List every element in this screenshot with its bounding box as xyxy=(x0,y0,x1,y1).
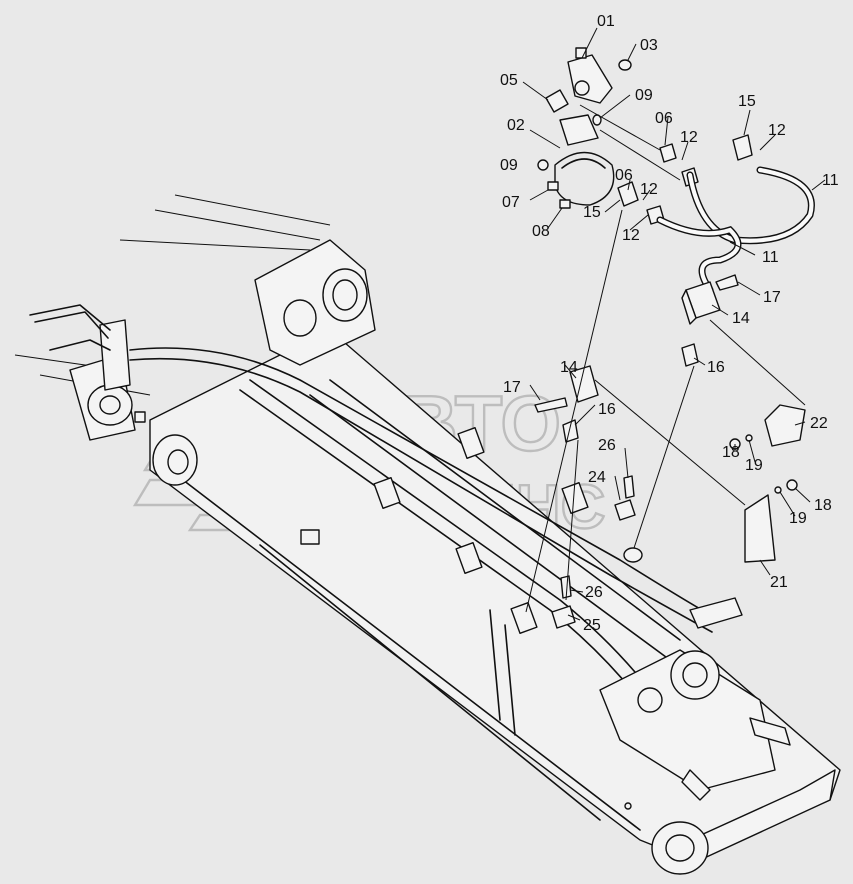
nut-08 xyxy=(559,199,571,209)
callout-08: 08 xyxy=(532,223,550,240)
callout-06: 06 xyxy=(615,167,633,184)
bolt-17-left xyxy=(534,397,568,413)
nut-18-lower xyxy=(786,479,798,491)
bracket-02 xyxy=(559,114,599,146)
hose-11-upper xyxy=(686,166,815,245)
callout-09: 09 xyxy=(635,87,653,104)
clamp-25 xyxy=(551,605,576,629)
callout-12: 12 xyxy=(640,181,658,198)
callout-25: 25 xyxy=(583,617,601,634)
bolt-17-right xyxy=(715,274,739,291)
callouts: 01 03 05 09 02 06 12 15 12 09 06 12 11 0… xyxy=(500,13,839,634)
callout-22: 22 xyxy=(810,415,828,432)
callout-17: 17 xyxy=(763,289,781,306)
callout-15: 15 xyxy=(583,204,601,221)
callout-03: 03 xyxy=(640,37,658,54)
excavator-arm xyxy=(14,194,841,875)
callout-18: 18 xyxy=(814,497,832,514)
assembly-lines xyxy=(522,27,826,621)
clamp-24 xyxy=(614,499,636,521)
plug-03 xyxy=(618,59,632,71)
callout-05: 05 xyxy=(500,72,518,89)
washer-07 xyxy=(547,181,559,191)
washer-19-lower xyxy=(774,486,782,494)
fitting-05 xyxy=(545,89,569,113)
callout-06: 06 xyxy=(655,110,673,127)
nut-16-right xyxy=(681,343,699,367)
block-14-right xyxy=(681,281,721,325)
callout-11: 11 xyxy=(762,249,779,266)
callout-16: 16 xyxy=(598,401,616,418)
callout-18: 18 xyxy=(722,444,740,461)
callout-19: 19 xyxy=(789,510,807,527)
nut-16-center xyxy=(562,419,579,443)
callout-15: 15 xyxy=(738,93,756,110)
callout-09: 09 xyxy=(500,157,518,174)
elbow-15-lower xyxy=(617,181,639,207)
bolt-26-lower xyxy=(560,575,572,599)
callout-02: 02 xyxy=(507,117,525,134)
callout-11: 11 xyxy=(822,172,839,189)
callout-01: 01 xyxy=(597,13,615,30)
fitting-06-upper xyxy=(659,143,677,163)
callout-26: 26 xyxy=(585,584,603,601)
bracket-22 xyxy=(764,404,806,447)
callout-17: 17 xyxy=(503,379,521,396)
bolt-09-lower xyxy=(537,159,549,171)
bolt-26-upper xyxy=(623,475,635,499)
elbow-15-upper xyxy=(732,134,753,161)
callout-12: 12 xyxy=(680,129,698,146)
callout-07: 07 xyxy=(502,194,520,211)
callout-19: 19 xyxy=(745,457,763,474)
callout-26: 26 xyxy=(598,437,616,454)
callout-21: 21 xyxy=(770,574,788,591)
callout-16: 16 xyxy=(707,359,725,376)
callout-12: 12 xyxy=(622,227,640,244)
valve-block-01 xyxy=(567,47,613,104)
callout-12: 12 xyxy=(768,122,786,139)
block-14-center xyxy=(569,365,599,403)
clamp-ring xyxy=(554,151,615,206)
bracket-21 xyxy=(744,494,776,563)
callout-14: 14 xyxy=(732,310,750,327)
callout-24: 24 xyxy=(588,469,606,486)
callout-14: 14 xyxy=(560,359,578,376)
